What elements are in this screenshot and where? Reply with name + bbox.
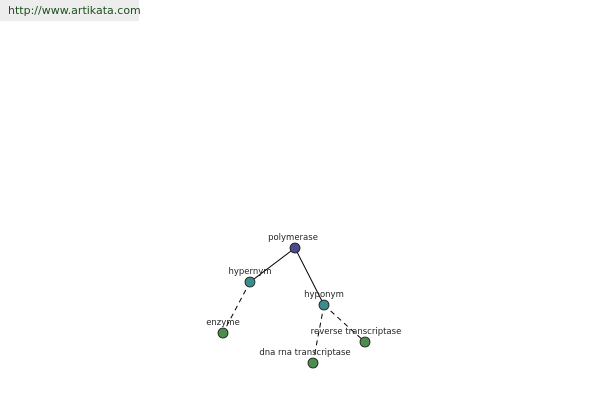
node-label-hypernym[interactable]: hypernym <box>228 267 271 277</box>
source-url[interactable]: http://www.artikata.com <box>0 0 141 21</box>
labels-layer: polymerase hypernym hyponym enzyme reverse t… <box>206 233 401 358</box>
edge-hyponym-to-reverse_transcriptase <box>323 304 366 343</box>
node-label-polymerase[interactable]: polymerase <box>268 233 318 243</box>
node-hyponym[interactable] <box>318 299 330 311</box>
node-label-enzyme[interactable]: enzyme <box>206 318 240 328</box>
node-polymerase[interactable] <box>289 242 301 254</box>
node-enzyme[interactable] <box>217 327 229 339</box>
node-reverse-transcriptase[interactable] <box>359 336 371 348</box>
edge-hyponym-to-dna_rna_transcriptase <box>312 304 325 364</box>
edge-polymerase-to-hypernym <box>249 247 296 283</box>
node-label-dna-rna-transcriptase[interactable]: dna rna transcriptase <box>259 348 350 358</box>
edge-hypernym-to-enzyme <box>222 281 251 334</box>
node-label-reverse-transcriptase[interactable]: reverse transcriptase <box>311 327 402 337</box>
edge-polymerase-to-hyponym <box>294 247 325 306</box>
node-dna-rna-transcriptase[interactable] <box>307 357 319 369</box>
node-hypernym[interactable] <box>244 276 256 288</box>
edges-layer <box>222 247 366 364</box>
node-label-hyponym[interactable]: hyponym <box>304 290 344 300</box>
nodes-layer <box>217 242 371 369</box>
